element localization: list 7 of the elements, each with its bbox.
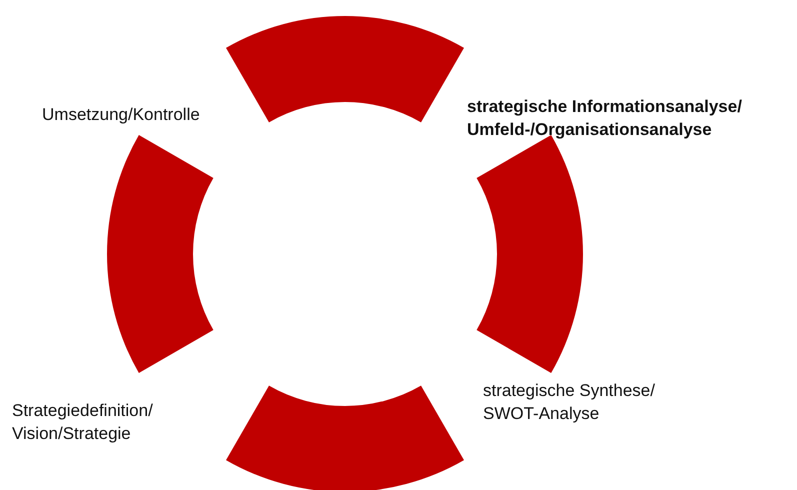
segment-label: Umsetzung/Kontrolle bbox=[42, 104, 201, 126]
ring-segment bbox=[107, 135, 214, 373]
segment-label: strategische Informationsanalyse/ Umfeld-/Organisationsanalyse bbox=[467, 96, 743, 141]
ring-segment bbox=[226, 386, 464, 490]
segment-label: strategische Synthese/ SWOT-Analyse bbox=[483, 380, 656, 425]
segment-label: Strategiedefinition/ Vision/Strategie bbox=[12, 400, 154, 445]
ring-segment bbox=[226, 16, 464, 122]
